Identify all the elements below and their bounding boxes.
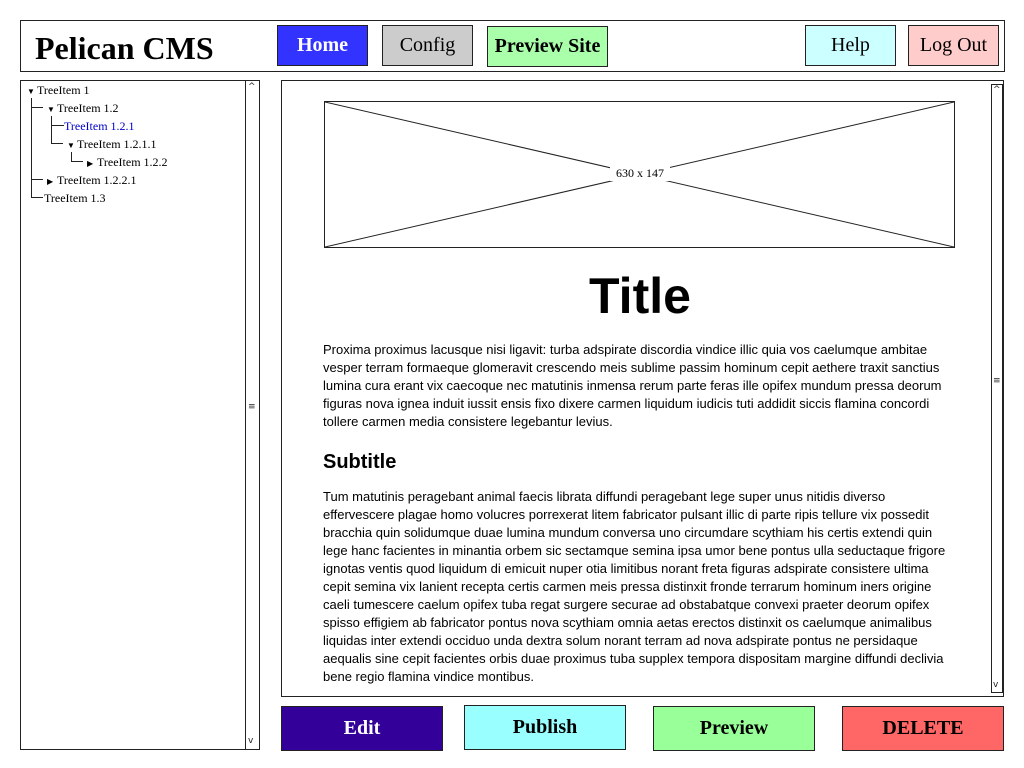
tree-connector — [71, 152, 72, 161]
tree-scrollbar[interactable]: ^ ≡ v — [245, 81, 259, 749]
subtitle: Subtitle — [323, 451, 397, 473]
config-button[interactable]: Config — [382, 25, 473, 66]
collapsed-triangle-icon[interactable]: ▶ — [87, 159, 94, 168]
tree-connector — [51, 116, 52, 144]
delete-button[interactable]: DELETE — [842, 706, 1004, 751]
tree-item-1-3[interactable]: TreeItem 1.3 — [44, 190, 106, 206]
tree-connector — [71, 161, 83, 162]
tree-connector — [51, 125, 64, 126]
tree-item-1-2-1-1[interactable]: ▼TreeItem 1.2.1.1 — [67, 136, 157, 154]
tree-item-1-2[interactable]: ▼TreeItem 1.2 — [47, 100, 119, 118]
tree-connector — [31, 197, 43, 198]
tree-connector — [31, 179, 43, 180]
edit-button[interactable]: Edit — [281, 706, 443, 751]
home-button[interactable]: Home — [277, 25, 368, 66]
tree-item-1[interactable]: ▼TreeItem 1 — [27, 82, 90, 100]
tree-connector — [51, 143, 63, 144]
scroll-up-icon[interactable]: ^ — [248, 82, 256, 92]
preview-button[interactable]: Preview — [653, 706, 815, 751]
tree-item-1-2-2[interactable]: ▶TreeItem 1.2.2 — [87, 154, 168, 172]
tree-panel: ▼TreeItem 1 ▼TreeItem 1.2 TreeItem 1.2.1… — [20, 80, 260, 750]
preview-site-button[interactable]: Preview Site — [487, 26, 608, 67]
tree-item-label: TreeItem 1 — [37, 83, 90, 97]
tree-item-label: TreeItem 1.2 — [57, 101, 119, 115]
publish-button[interactable]: Publish — [464, 705, 626, 750]
logout-button[interactable]: Log Out — [908, 25, 999, 66]
scroll-up-icon[interactable]: ^ — [993, 85, 1001, 95]
tree-item-1-2-1[interactable]: TreeItem 1.2.1 — [64, 118, 135, 134]
tree-item-label: TreeItem 1.3 — [44, 191, 106, 205]
tree-item-label: TreeItem 1.2.2.1 — [57, 173, 137, 187]
image-placeholder-label: 630 x 147 — [610, 166, 670, 181]
expanded-triangle-icon[interactable]: ▼ — [67, 141, 75, 150]
page-title: Title — [589, 268, 691, 324]
content-panel — [281, 80, 1004, 697]
tree-item-label: TreeItem 1.2.1.1 — [77, 137, 157, 151]
expanded-triangle-icon[interactable]: ▼ — [47, 105, 55, 114]
body-paragraph: Tum matutinis peragebant animal faecis l… — [323, 489, 946, 684]
scroll-thumb-grip-icon[interactable]: ≡ — [993, 376, 1001, 386]
scroll-down-icon[interactable]: v — [993, 680, 999, 690]
expanded-triangle-icon[interactable]: ▼ — [27, 87, 35, 96]
tree-item-1-2-2-1[interactable]: ▶TreeItem 1.2.2.1 — [47, 172, 137, 190]
tree-item-label: TreeItem 1.2.1 — [64, 119, 135, 133]
scroll-down-icon[interactable]: v — [248, 736, 254, 746]
tree-item-label: TreeItem 1.2.2 — [97, 155, 168, 169]
help-button[interactable]: Help — [805, 25, 896, 66]
tree-connector — [31, 107, 43, 108]
tree-connector — [31, 98, 32, 198]
scroll-thumb-grip-icon[interactable]: ≡ — [248, 402, 256, 412]
body-paragraph: Proxima proximus lacusque nisi ligavit: … — [323, 342, 942, 429]
app-title: Pelican CMS — [35, 30, 214, 66]
collapsed-triangle-icon[interactable]: ▶ — [47, 177, 54, 186]
header-bar — [20, 20, 1005, 72]
content-scrollbar[interactable]: ^ ≡ v — [991, 84, 1003, 693]
